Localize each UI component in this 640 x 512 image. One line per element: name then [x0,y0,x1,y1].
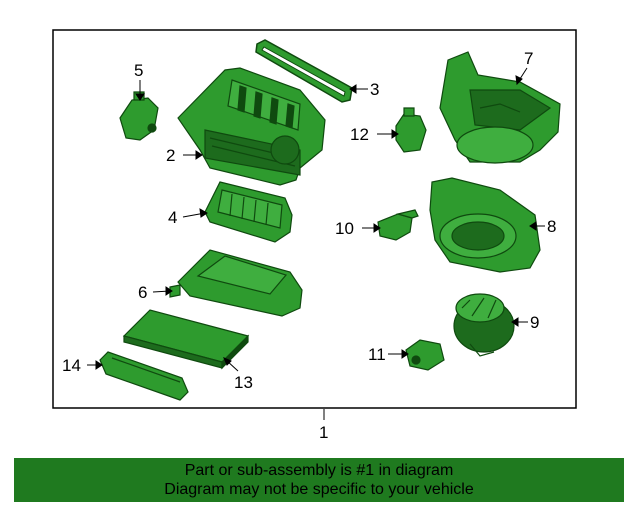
callout-6: 6 [138,283,147,302]
callout-9: 9 [530,313,539,332]
callout-11: 11 [368,345,386,364]
part-2-case[interactable] [177,67,326,186]
callout-10: 10 [335,219,354,238]
part-3-gasket[interactable] [255,39,353,103]
part-6-housing[interactable] [169,249,303,317]
callout-8: 8 [547,217,556,236]
callout-5: 5 [134,61,143,80]
callout-7: 7 [524,49,533,68]
callout-4: 4 [168,208,177,227]
callout-labels: 5 2 3 4 6 7 12 8 10 9 11 13 14 1 [62,49,556,442]
callout-13: 13 [234,373,253,392]
callout-3: 3 [370,80,379,99]
notice-banner: Part or sub-assembly is #1 in diagram Di… [14,458,624,502]
part-10-resistor[interactable] [377,209,419,241]
part-13-filter[interactable] [122,309,250,370]
part-5-actuator[interactable] [119,91,159,141]
assembly-frame [52,29,577,409]
callout-1: 1 [319,423,328,442]
banner-line-1: Part or sub-assembly is #1 in diagram [184,462,454,479]
callout-12: 12 [350,125,369,144]
part-9-blower-motor[interactable] [453,293,515,357]
banner-line-2: Diagram may not be specific to your vehi… [164,481,474,498]
callout-14: 14 [62,356,81,375]
callout-2: 2 [166,146,175,165]
part-14-duct[interactable] [99,351,189,401]
part-12-module[interactable] [395,107,427,153]
leader-lines [87,67,545,420]
part-7-blower-case[interactable] [439,51,561,164]
part-11-actuator[interactable] [405,339,445,371]
part-4-frame[interactable] [204,181,293,243]
part-8-blower-lower[interactable] [429,177,541,273]
